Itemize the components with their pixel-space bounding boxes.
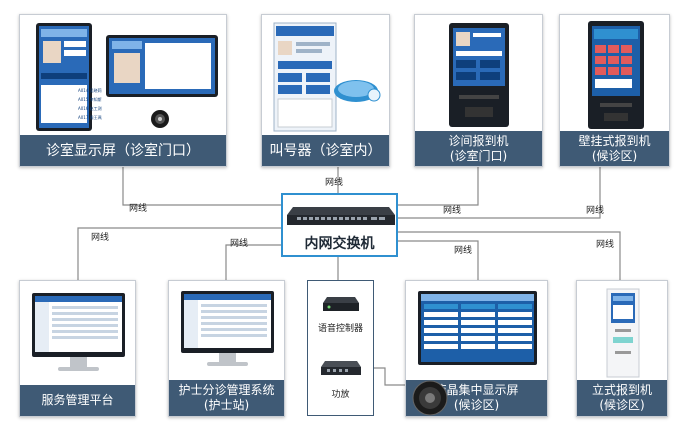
card-room-display: A014 吴晓莉 A015 李知斯 A016 赵工测 A017 周王珮 诊室显示… (19, 14, 227, 167)
switch-label: 内网交换机 (304, 236, 375, 252)
switch-icon (287, 207, 395, 225)
speaker-icon (412, 380, 448, 416)
caption-line: (候诊区) (599, 398, 645, 412)
net-label: 网线 (586, 206, 605, 216)
lcd-display-illustration (406, 281, 547, 382)
room-display-illustration: A014 吴晓莉 A015 李知斯 A016 赵工测 A017 周王珮 (20, 15, 226, 137)
card-service-platform: 服务管理平台 (19, 280, 136, 417)
net-label: 网线 (596, 240, 615, 250)
voice-controller-icon (323, 297, 359, 311)
caption-line: 诊间报到机 (448, 133, 509, 148)
audio-equipment-box: 语音控制器 功放 (307, 280, 374, 416)
room-checkin-illustration (415, 15, 542, 133)
caller-illustration (262, 15, 389, 137)
card-caller: 叫号器（诊室内） (261, 14, 390, 167)
card-wall-checkin-kiosk: 壁挂式报到机 (候诊区) (559, 14, 670, 167)
net-label: 网线 (454, 246, 473, 256)
amplifier-icon (321, 361, 361, 375)
queue-row: A014 吴晓莉 (78, 88, 102, 93)
standing-kiosk-caption: 立式报到机 (候诊区) (577, 380, 667, 416)
voice-controller-label: 语音控制器 (317, 324, 363, 334)
room-display-caption: 诊室显示屏（诊室门口） (20, 135, 226, 166)
wall-checkin-illustration (560, 15, 669, 133)
net-label: 网线 (443, 206, 462, 216)
card-nurse-triage: 护士分诊管理系统 (护士站) (168, 280, 285, 417)
caption-line: 诊室显示屏（诊室门口） (46, 142, 200, 159)
caption-line: (诊室门口) (449, 148, 508, 163)
caption-line: (候诊区) (591, 148, 638, 163)
caption-line: 壁挂式报到机 (578, 133, 651, 148)
caption-line: 服务管理平台 (41, 393, 114, 407)
caption-line: 立式报到机 (591, 383, 652, 397)
net-label: 网线 (129, 204, 148, 214)
caption-line: 护士分诊管理系统 (178, 383, 275, 397)
nurse-triage-caption: 护士分诊管理系统 (护士站) (169, 380, 284, 416)
service-platform-illustration (20, 281, 135, 387)
caption-line: 液晶集中显示屏 (434, 383, 519, 397)
net-label: 网线 (230, 239, 249, 249)
caption-line: 叫号器（诊室内） (269, 142, 382, 159)
intranet-switch: 内网交换机 (281, 193, 398, 257)
nurse-triage-illustration (169, 281, 284, 382)
standing-kiosk-illustration (577, 281, 667, 382)
net-label: 网线 (91, 233, 110, 243)
caption-line: (护士站) (203, 398, 250, 412)
wall-checkin-caption: 壁挂式报到机 (候诊区) (560, 131, 669, 166)
caller-caption: 叫号器（诊室内） (262, 135, 389, 166)
amplifier-label: 功放 (331, 390, 350, 400)
caption-line: (候诊区) (453, 398, 500, 412)
room-checkin-caption: 诊间报到机 (诊室门口) (415, 131, 542, 166)
card-room-checkin-kiosk: 诊间报到机 (诊室门口) (414, 14, 543, 167)
card-standing-kiosk: 立式报到机 (候诊区) (576, 280, 668, 417)
screen-queue-list: A014 吴晓莉 A015 李知斯 A016 赵工测 A017 周王珮 (78, 86, 124, 122)
queue-row: A015 李知斯 (78, 97, 102, 102)
service-platform-caption: 服务管理平台 (20, 385, 135, 416)
queue-row: A017 周王珮 (78, 115, 102, 120)
queue-row: A016 赵工测 (78, 106, 102, 111)
net-label: 网线 (325, 178, 344, 188)
